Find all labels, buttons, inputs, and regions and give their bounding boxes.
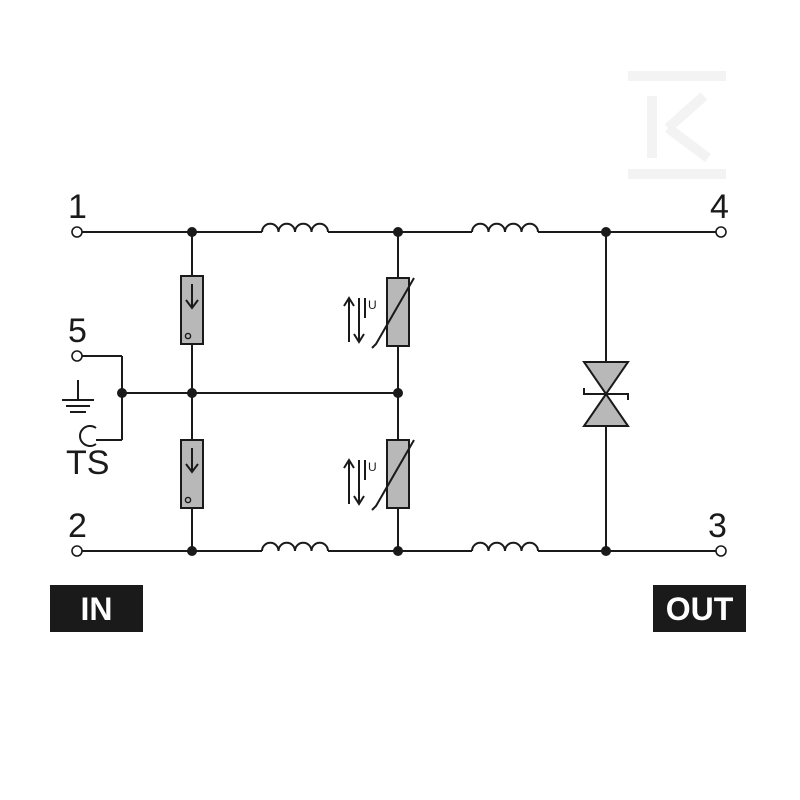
ground-label: TS bbox=[66, 444, 109, 482]
varistor-icon: U bbox=[343, 439, 415, 511]
watermark-logo bbox=[628, 71, 726, 179]
varistor-voltage-label: U bbox=[368, 460, 377, 474]
terminal-icon bbox=[71, 226, 83, 238]
gas-discharge-tube-icon bbox=[180, 439, 204, 509]
terminal-icon bbox=[71, 545, 83, 557]
output-badge-label: OUT bbox=[666, 591, 734, 627]
terminal-5-wiring bbox=[82, 355, 123, 441]
input-badge-label: IN bbox=[81, 591, 113, 627]
inductor-icon bbox=[261, 541, 329, 552]
tvs-diode-icon bbox=[582, 361, 630, 427]
junction-dots bbox=[117, 227, 611, 556]
inductor-icon bbox=[471, 222, 539, 233]
terminal-icon bbox=[715, 226, 727, 238]
inductor-icon bbox=[261, 222, 329, 233]
ground-icon bbox=[62, 380, 97, 447]
terminal-1-label: 1 bbox=[68, 188, 87, 226]
terminal-4-label: 4 bbox=[710, 188, 729, 226]
terminal-2-label: 2 bbox=[68, 507, 87, 545]
terminal-5-label: 5 bbox=[68, 312, 87, 350]
terminal-icon bbox=[71, 350, 83, 362]
terminal-3-label: 3 bbox=[708, 507, 727, 545]
terminal-icon bbox=[715, 545, 727, 557]
varistor-icon: U bbox=[343, 277, 415, 349]
output-badge: OUT bbox=[653, 585, 746, 632]
varistor-voltage-label: U bbox=[368, 298, 377, 312]
inductor-icon bbox=[471, 541, 539, 552]
input-badge: IN bbox=[50, 585, 143, 632]
gas-discharge-tube-icon bbox=[180, 275, 204, 345]
